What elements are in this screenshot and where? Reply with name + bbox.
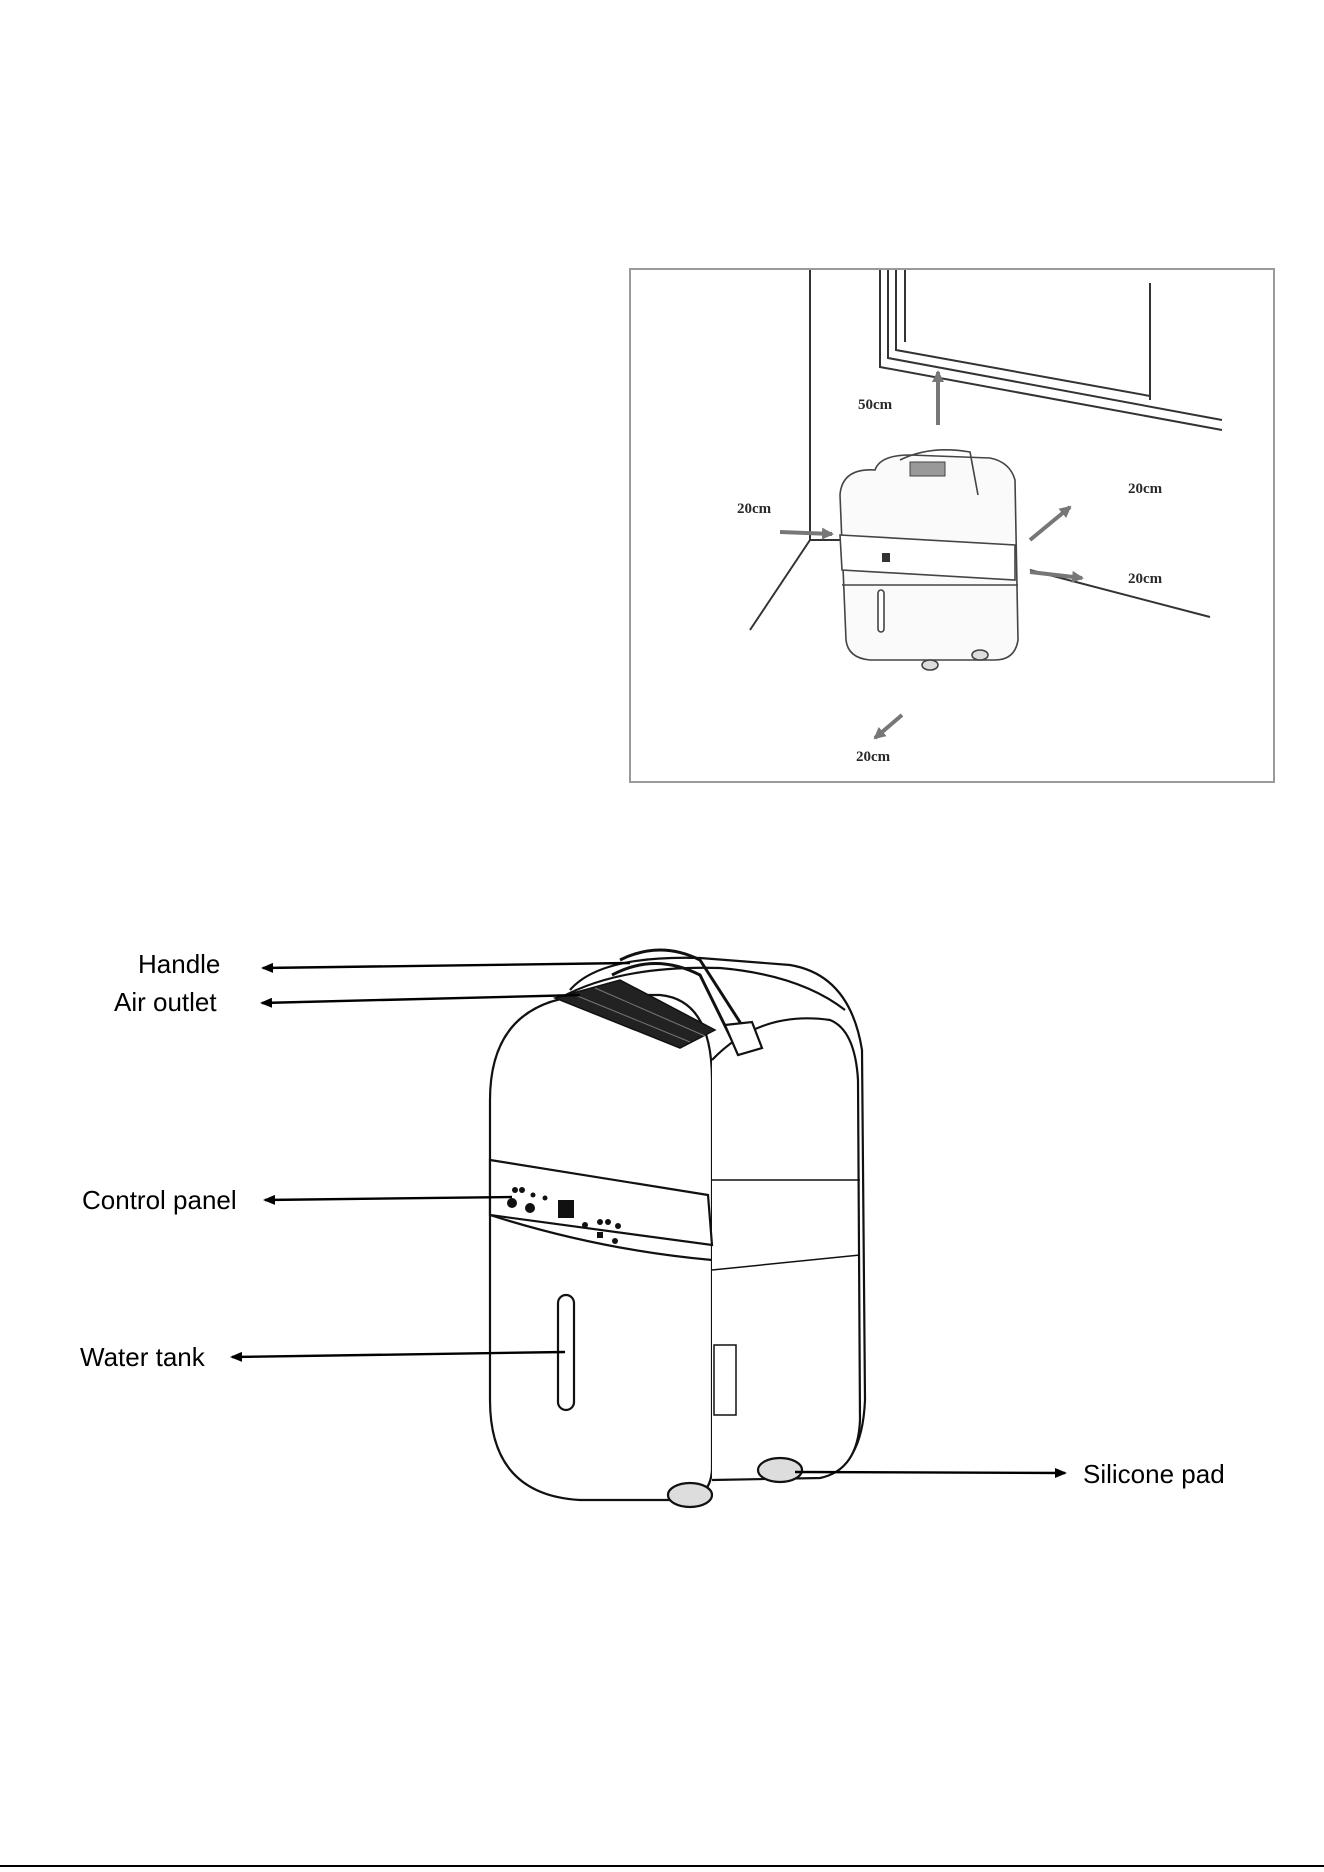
label-left-clearance: 20cm <box>737 501 772 517</box>
label-control-panel: Control panel <box>82 1185 237 1215</box>
label-top-clearance: 50cm <box>858 397 893 413</box>
label-water-tank: Water tank <box>80 1342 206 1372</box>
arrow-left <box>780 532 832 534</box>
label-right-upper-clearance: 20cm <box>1128 481 1163 497</box>
dehumidifier-illustration <box>490 950 865 1507</box>
label-handle: Handle <box>138 949 220 979</box>
label-air-outlet: Air outlet <box>114 987 217 1017</box>
label-right-lower-clearance: 20cm <box>1128 571 1163 587</box>
body-front <box>490 995 712 1500</box>
arrow-right-upper <box>1030 507 1070 540</box>
bottom-rule <box>0 1865 1324 1867</box>
silicone-pad-right <box>758 1458 802 1482</box>
pointer-air-outlet <box>262 995 580 1003</box>
arrow-front <box>875 715 902 738</box>
pointer-handle <box>263 963 630 968</box>
small-dehumidifier-icon <box>840 450 1018 670</box>
label-front-clearance: 20cm <box>856 749 891 765</box>
pointer-control-panel <box>265 1197 512 1200</box>
clearance-figure: 50cm 20cm 20cm 20cm 20cm <box>630 269 1274 782</box>
pointer-silicone-pad <box>795 1472 1065 1473</box>
parts-figure: Handle Air outlet Control panel Water ta… <box>80 949 1225 1507</box>
window-frame <box>880 270 1222 430</box>
silicone-pad-left <box>668 1483 712 1507</box>
label-silicone-pad: Silicone pad <box>1083 1459 1225 1489</box>
